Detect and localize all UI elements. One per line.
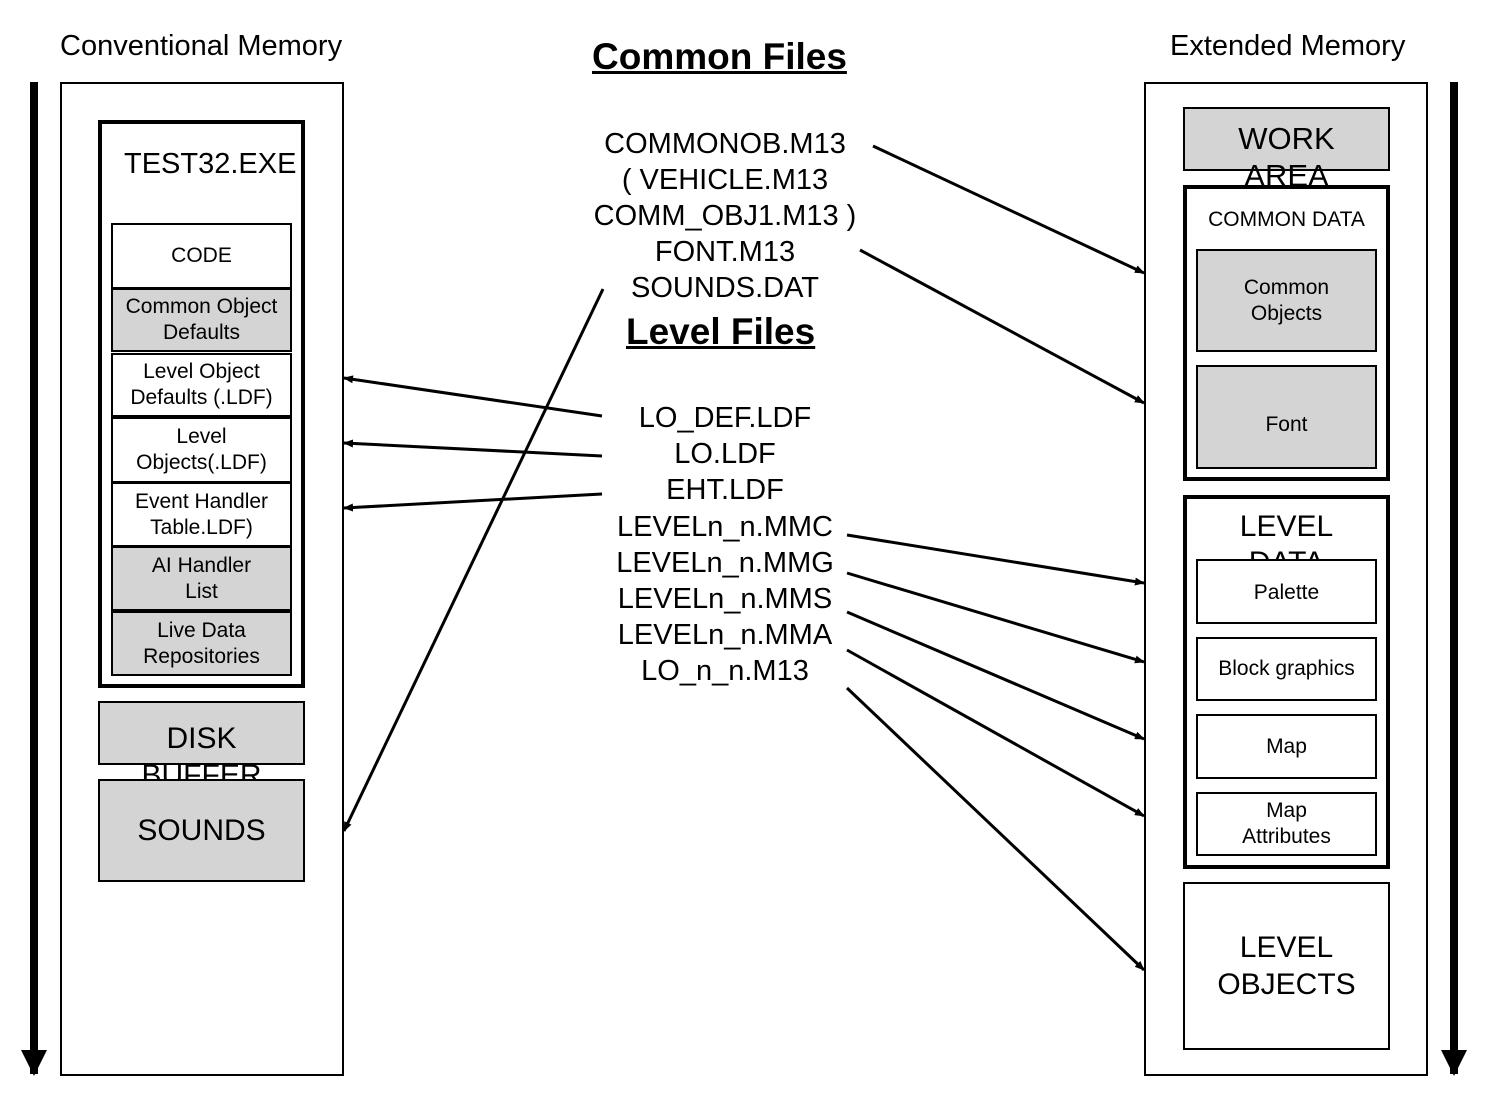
map-attributes-block: Map Attributes	[1196, 792, 1377, 856]
arrow-eht-to-event-handler-table	[343, 492, 603, 512]
level-file-item: LO.LDF	[674, 438, 776, 470]
arrow-mmc-to-palette	[846, 533, 1145, 586]
exe-section-event-handler-table: Event Handler Table.LDF)	[111, 482, 292, 547]
test32-exe-title: TEST32.EXE	[124, 148, 297, 180]
common-files-heading: Common Files	[592, 36, 847, 77]
common-file-item: COMM_OBJ1.M13 )	[593, 200, 857, 232]
common-file-item: SOUNDS.DAT	[631, 272, 819, 304]
arrow-lo-def-to-level-object-defaults	[343, 375, 603, 418]
conventional-memory-title: Conventional Memory	[60, 30, 343, 62]
arrow-commonob-to-common-objects	[872, 144, 1145, 275]
common-file-item: COMMONOB.M13	[604, 128, 846, 160]
font-block: Font	[1196, 365, 1377, 469]
exe-section-live-data-repositories: Live Data Repositories	[111, 611, 292, 676]
level-file-item: LEVELn_n.MMA	[617, 619, 833, 651]
palette-block: Palette	[1196, 559, 1377, 624]
arrow-font-to-font	[859, 248, 1145, 405]
extended-memory-title: Extended Memory	[1170, 30, 1406, 62]
common-file-item: FONT.M13	[654, 236, 796, 268]
work-area-block: WORK AREA	[1183, 107, 1390, 193]
arrow-mma-to-map-attributes	[846, 648, 1145, 818]
arrow-mmg-to-block-graphics	[846, 571, 1145, 664]
level-file-item: LEVELn_n.MMC	[617, 511, 833, 543]
exe-section-level-object-defaults: Level Object Defaults (.LDF)	[111, 353, 292, 417]
level-file-item: LEVELn_n.MMS	[617, 583, 833, 615]
exe-section-common-object-defaults: Common Object Defaults	[111, 288, 292, 352]
exe-section-ai-handler-list: AI Handler List	[111, 546, 292, 611]
common-file-item: ( VEHICLE.M13	[621, 164, 829, 196]
common-objects-block: Common Objects	[1196, 249, 1377, 352]
level-file-item: LO_n_n.M13	[641, 655, 809, 687]
level-files-heading: Level Files	[626, 311, 816, 352]
common-data-title: COMMON DATA	[1208, 208, 1365, 231]
map-block: Map	[1196, 714, 1377, 779]
arrow-lo-n-n-to-level-objects	[845, 686, 1146, 972]
level-objects-block: LEVEL OBJECTS	[1183, 882, 1390, 1050]
level-file-item: EHT.LDF	[666, 474, 784, 506]
level-file-item: LO_DEF.LDF	[638, 402, 812, 434]
arrow-mms-to-map	[846, 610, 1145, 741]
arrow-sounds-to-sounds	[342, 288, 605, 832]
arrow-lo-to-level-objects	[343, 439, 603, 458]
level-file-item: LEVELn_n.MMG	[616, 547, 834, 579]
sounds-block: SOUNDS	[98, 779, 305, 882]
block-graphics-block: Block graphics	[1196, 637, 1377, 701]
